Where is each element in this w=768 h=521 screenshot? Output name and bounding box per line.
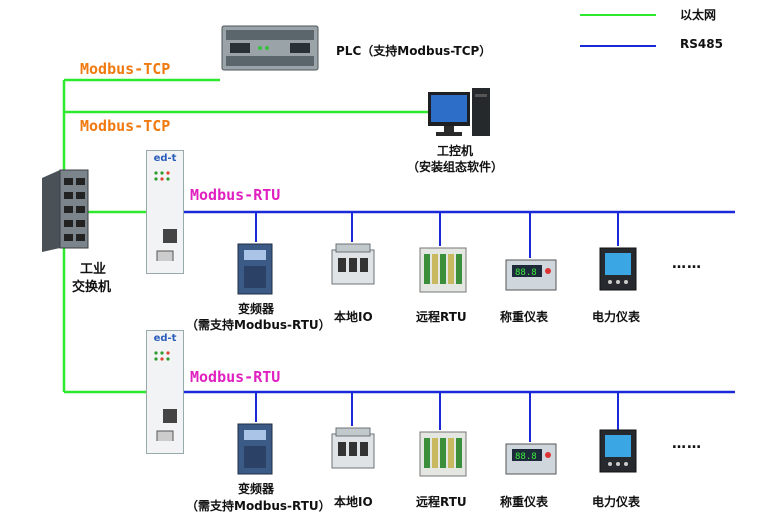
ipc-icon: [428, 88, 490, 136]
gateway-leds-icon: [154, 351, 177, 441]
ipc-label-line2: （安装组态软件）: [406, 160, 503, 174]
ipc-label-line1: 工控机: [436, 144, 473, 158]
more-devices-top: ……: [672, 256, 702, 272]
svg-text:88.8: 88.8: [515, 452, 537, 462]
local-io-icon: [331, 243, 375, 285]
switch-label-line2: 交换机: [72, 280, 112, 295]
remote-rtu-label: 远程RTU: [416, 495, 467, 509]
weigh-label: 称重仪表: [500, 310, 549, 324]
weigh-label: 称重仪表: [500, 495, 549, 509]
remote-rtu-label: 远程RTU: [416, 310, 467, 324]
legend-rs485-label: RS485: [680, 37, 723, 51]
legend-rs485-line: [580, 45, 656, 47]
power-label: 电力仪表: [592, 495, 641, 509]
legend-ethernet-label: 以太网: [680, 8, 717, 22]
gateway-leds-icon: [154, 171, 177, 261]
remote-rtu-icon: [419, 431, 467, 477]
local-io-icon: [331, 427, 375, 469]
vfd-label-line1: 变频器: [237, 482, 274, 496]
switch-label-line1: 工业: [80, 262, 107, 277]
gateway-logo: ed-t: [153, 333, 177, 344]
remote-rtu-icon: [419, 247, 467, 293]
weigh-indicator-icon: 88.8: [505, 259, 557, 291]
more-devices-bottom: ……: [672, 436, 702, 452]
protocol-tcp-mid: Modbus-TCP: [80, 117, 171, 135]
plc-icon: [221, 25, 319, 71]
vfd-label-line2: （需支持Modbus-RTU）: [186, 318, 331, 332]
weigh-indicator-icon: 88.8: [505, 443, 557, 475]
switch-icon: [42, 169, 89, 252]
gateway-bottom: ed-t: [146, 330, 184, 454]
vfd-icon: [237, 243, 273, 295]
local-io-label: 本地IO: [334, 495, 373, 509]
power-label: 电力仪表: [592, 310, 641, 324]
vfd-label-line1: 变频器: [237, 302, 274, 316]
gateway-logo: ed-t: [153, 153, 177, 164]
protocol-tcp-top: Modbus-TCP: [80, 60, 171, 78]
protocol-rtu-top: Modbus-RTU: [190, 186, 281, 204]
local-io-label: 本地IO: [334, 310, 373, 324]
protocol-rtu-bottom: Modbus-RTU: [190, 368, 281, 386]
plc-label: PLC（支持Modbus-TCP）: [336, 44, 492, 58]
vfd-icon: [237, 423, 273, 475]
power-meter-icon: [599, 247, 637, 291]
power-meter-icon: [599, 429, 637, 473]
svg-text:88.8: 88.8: [515, 268, 537, 278]
legend-ethernet-line: [580, 14, 656, 16]
vfd-label-line2: （需支持Modbus-RTU）: [186, 499, 331, 513]
gateway-top: ed-t: [146, 150, 184, 274]
